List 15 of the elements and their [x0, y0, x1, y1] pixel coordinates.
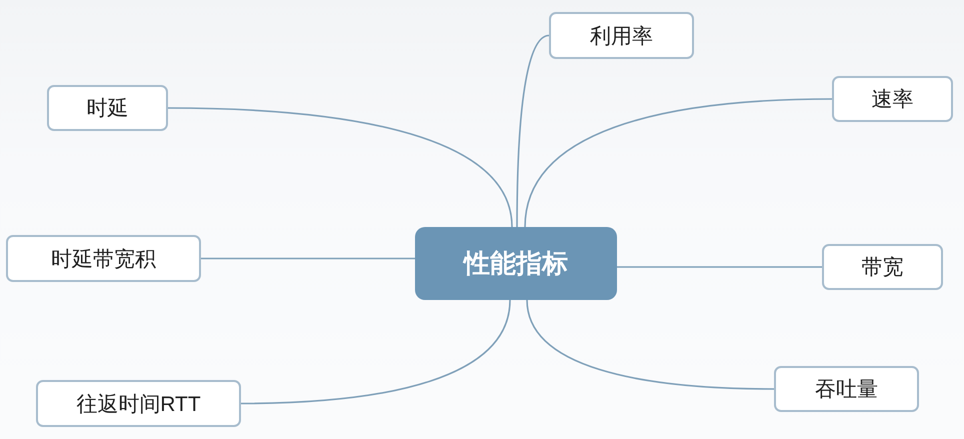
connector-line [516, 34, 550, 227]
connector-line [168, 107, 513, 228]
connector-line [526, 300, 774, 390]
subtopic-box: 时延带宽积 [6, 235, 201, 282]
subtopic-box: 速率 [832, 76, 953, 122]
subtopic-box: 往返时间RTT [36, 380, 241, 427]
connector-line [201, 258, 415, 260]
connector-line [617, 266, 822, 268]
subtopic-box: 带宽 [822, 244, 943, 290]
central-topic-box: 性能指标 [415, 227, 617, 300]
subtopic-box: 时延 [47, 85, 168, 131]
subtopic-box: 吞吐量 [774, 366, 919, 412]
subtopic-box: 利用率 [549, 12, 694, 59]
connector-line [524, 98, 832, 228]
connector-line [240, 300, 511, 404]
